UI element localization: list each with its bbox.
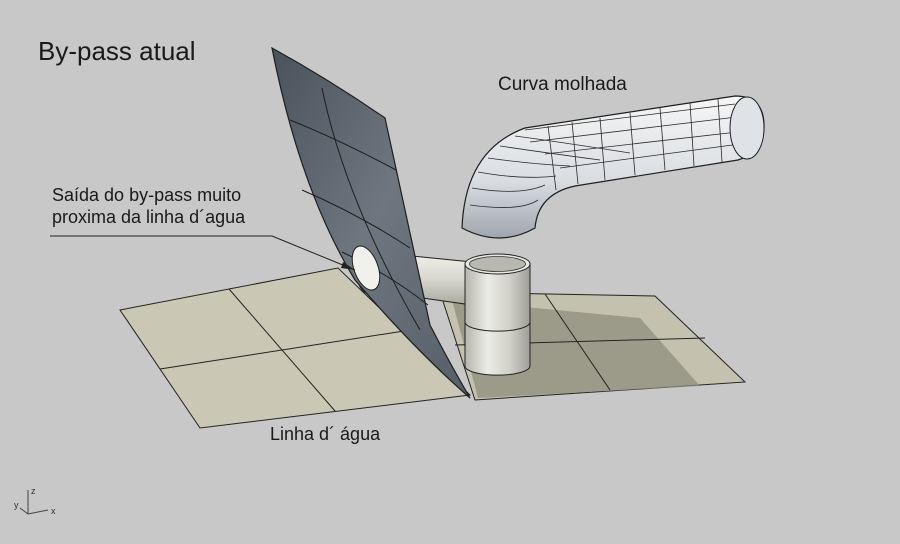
outlet-leader-line: [50, 235, 356, 271]
view-title: By-pass atual: [38, 36, 196, 66]
y-axis-label: y: [14, 500, 19, 510]
label-bypass-outlet-line2: proxima da linha d´agua: [52, 207, 246, 227]
curved-pipe-elbow: [461, 95, 765, 239]
vertical-pipe: [464, 253, 531, 376]
label-waterline: Linha d´ água: [270, 424, 381, 444]
label-curved-pipe: Curva molhada: [498, 74, 627, 95]
hull-plate: [271, 46, 471, 399]
y-axis-line: [19, 507, 29, 515]
water-plane-left: [119, 267, 472, 429]
axes-indicator: z y x: [14, 486, 56, 516]
x-axis-line: [27, 509, 49, 515]
label-bypass-outlet: Saída do by-pass muito proxima da linha …: [52, 184, 245, 228]
z-axis-label: z: [31, 486, 36, 496]
x-axis-label: x: [51, 506, 56, 516]
label-bypass-outlet-line1: Saída do by-pass muito: [52, 185, 242, 205]
